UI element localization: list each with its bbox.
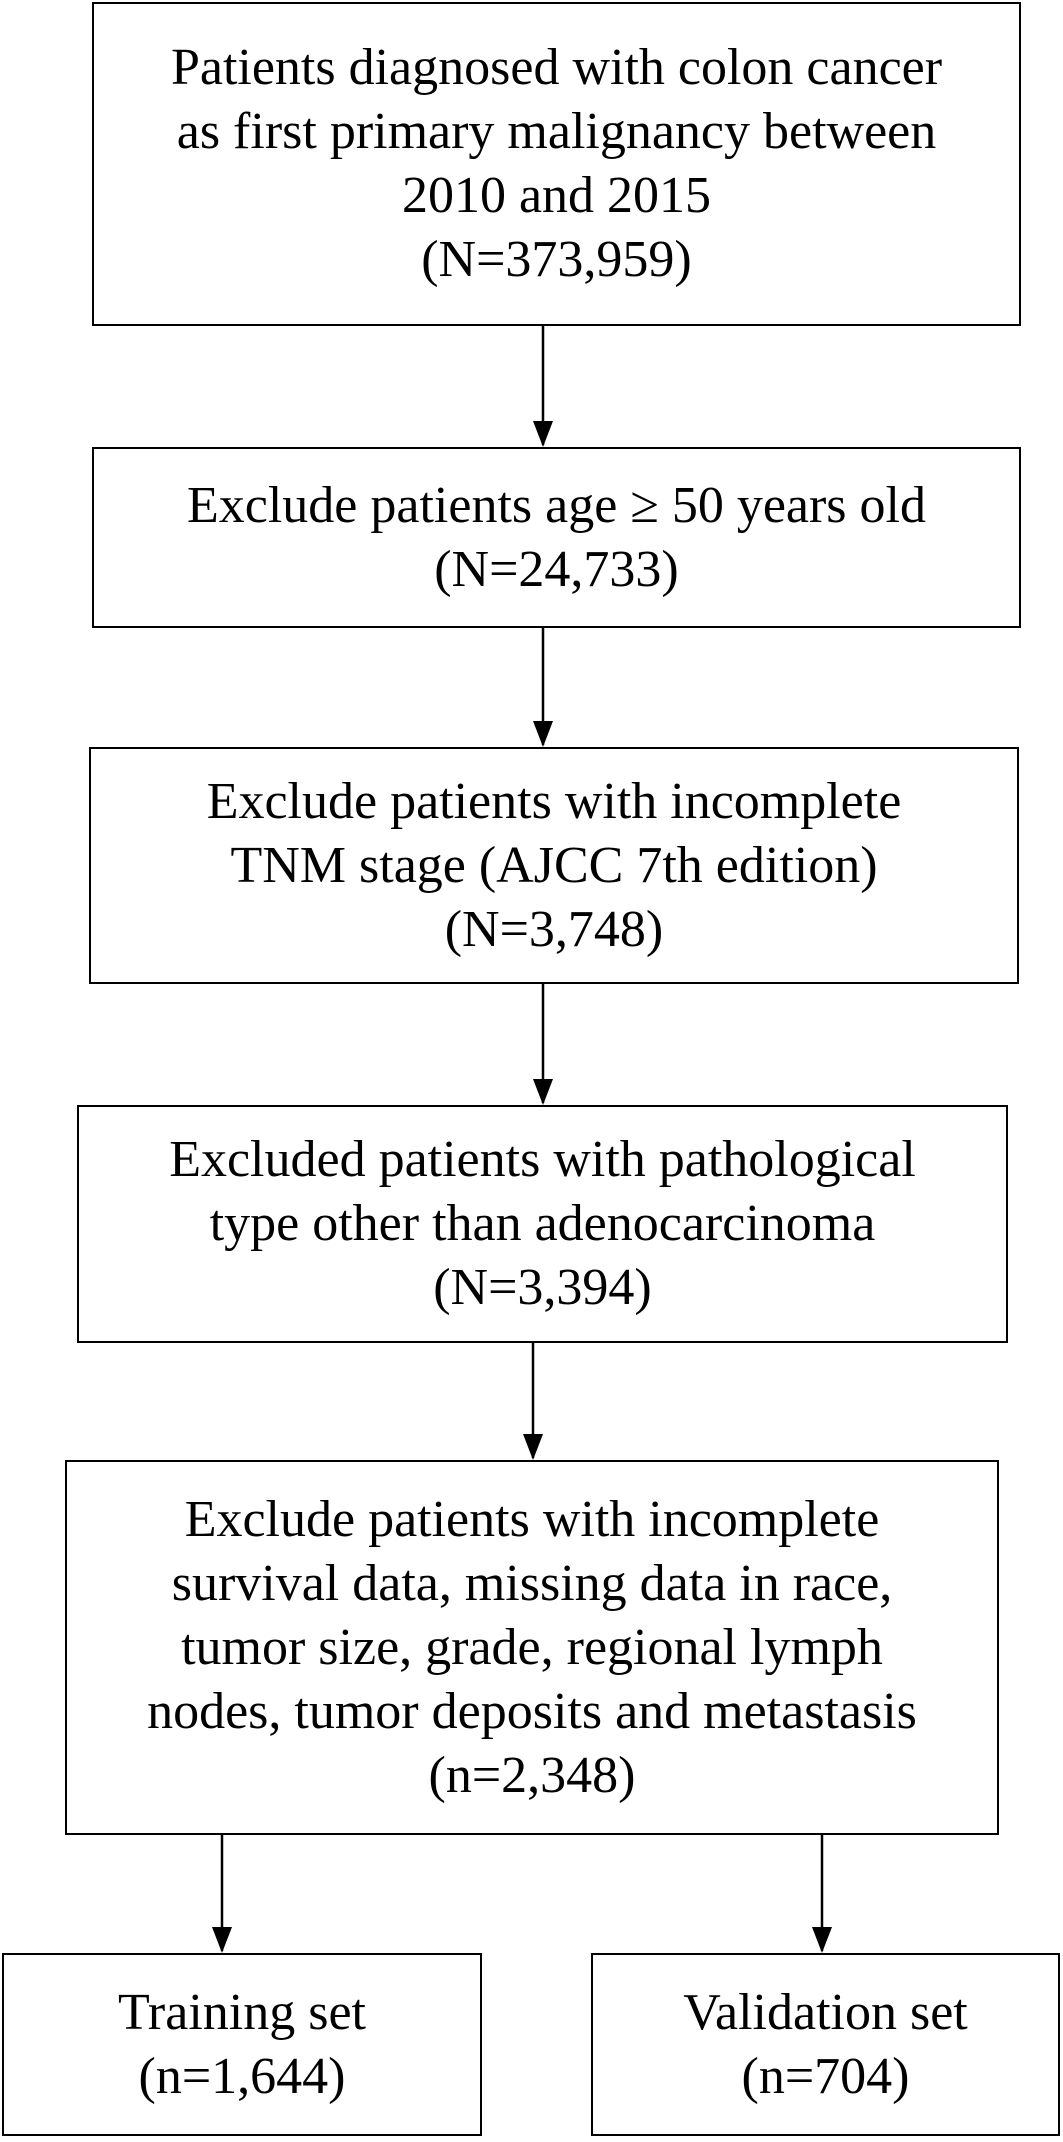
box-exclude-tnm: Exclude patients with incomplete TNM sta… xyxy=(89,747,1019,984)
box-count: (N=3,748) xyxy=(444,900,664,958)
box-text-line: tumor size, grade, regional lymph xyxy=(181,1618,883,1676)
box-text-line: as first primary malignancy between xyxy=(176,103,937,160)
box-count: (n=1,644) xyxy=(138,2047,346,2105)
box-text-line: survival data, missing data in race, xyxy=(171,1554,893,1612)
arrowhead-b3-to-b4 xyxy=(533,1079,553,1105)
box-count: (N=3,394) xyxy=(433,1259,652,1316)
arrowhead-b5-to-b7 xyxy=(812,1927,832,1953)
box-text-line: Exclude patients with incomplete xyxy=(184,1490,880,1548)
box-text-line: Exclude patients age ≥ 50 years old xyxy=(187,476,926,534)
box-text-line: Exclude patients with incomplete xyxy=(206,772,902,830)
arrowhead-b4-to-b5 xyxy=(523,1434,543,1460)
box-text-line: Training set xyxy=(118,1983,366,2041)
box-exclude-missing-data: Exclude patients with incomplete surviva… xyxy=(65,1460,999,1835)
box-count: (N=24,733) xyxy=(434,540,679,598)
box-training-set: Training set (n=1,644) xyxy=(2,1953,482,2136)
box-text-line: Patients diagnosed with colon cancer xyxy=(170,39,943,96)
box-text-line: TNM stage (AJCC 7th edition) xyxy=(230,836,878,894)
box-exclude-age: Exclude patients age ≥ 50 years old (N=2… xyxy=(92,447,1021,628)
box-text-line: 2010 and 2015 xyxy=(401,167,712,224)
arrowhead-b1-to-b2 xyxy=(533,421,553,447)
box-initial-cohort: Patients diagnosed with colon cancer as … xyxy=(92,2,1021,326)
box-text-line: nodes, tumor deposits and metastasis xyxy=(147,1682,917,1740)
box-validation-set: Validation set (n=704) xyxy=(591,1953,1060,2136)
box-count: (n=2,348) xyxy=(428,1746,636,1804)
box-count: (n=704) xyxy=(741,2047,910,2105)
arrowhead-b2-to-b3 xyxy=(533,721,553,747)
box-exclude-pathology: Excluded patients with pathological type… xyxy=(77,1105,1008,1343)
arrowhead-b5-to-b6 xyxy=(212,1927,232,1953)
box-text-line: type other than adenocarcinoma xyxy=(209,1195,876,1252)
box-text-line: Validation set xyxy=(683,1983,968,2041)
box-text-line: Excluded patients with pathological xyxy=(169,1131,916,1188)
box-count: (N=373,959) xyxy=(421,231,692,288)
